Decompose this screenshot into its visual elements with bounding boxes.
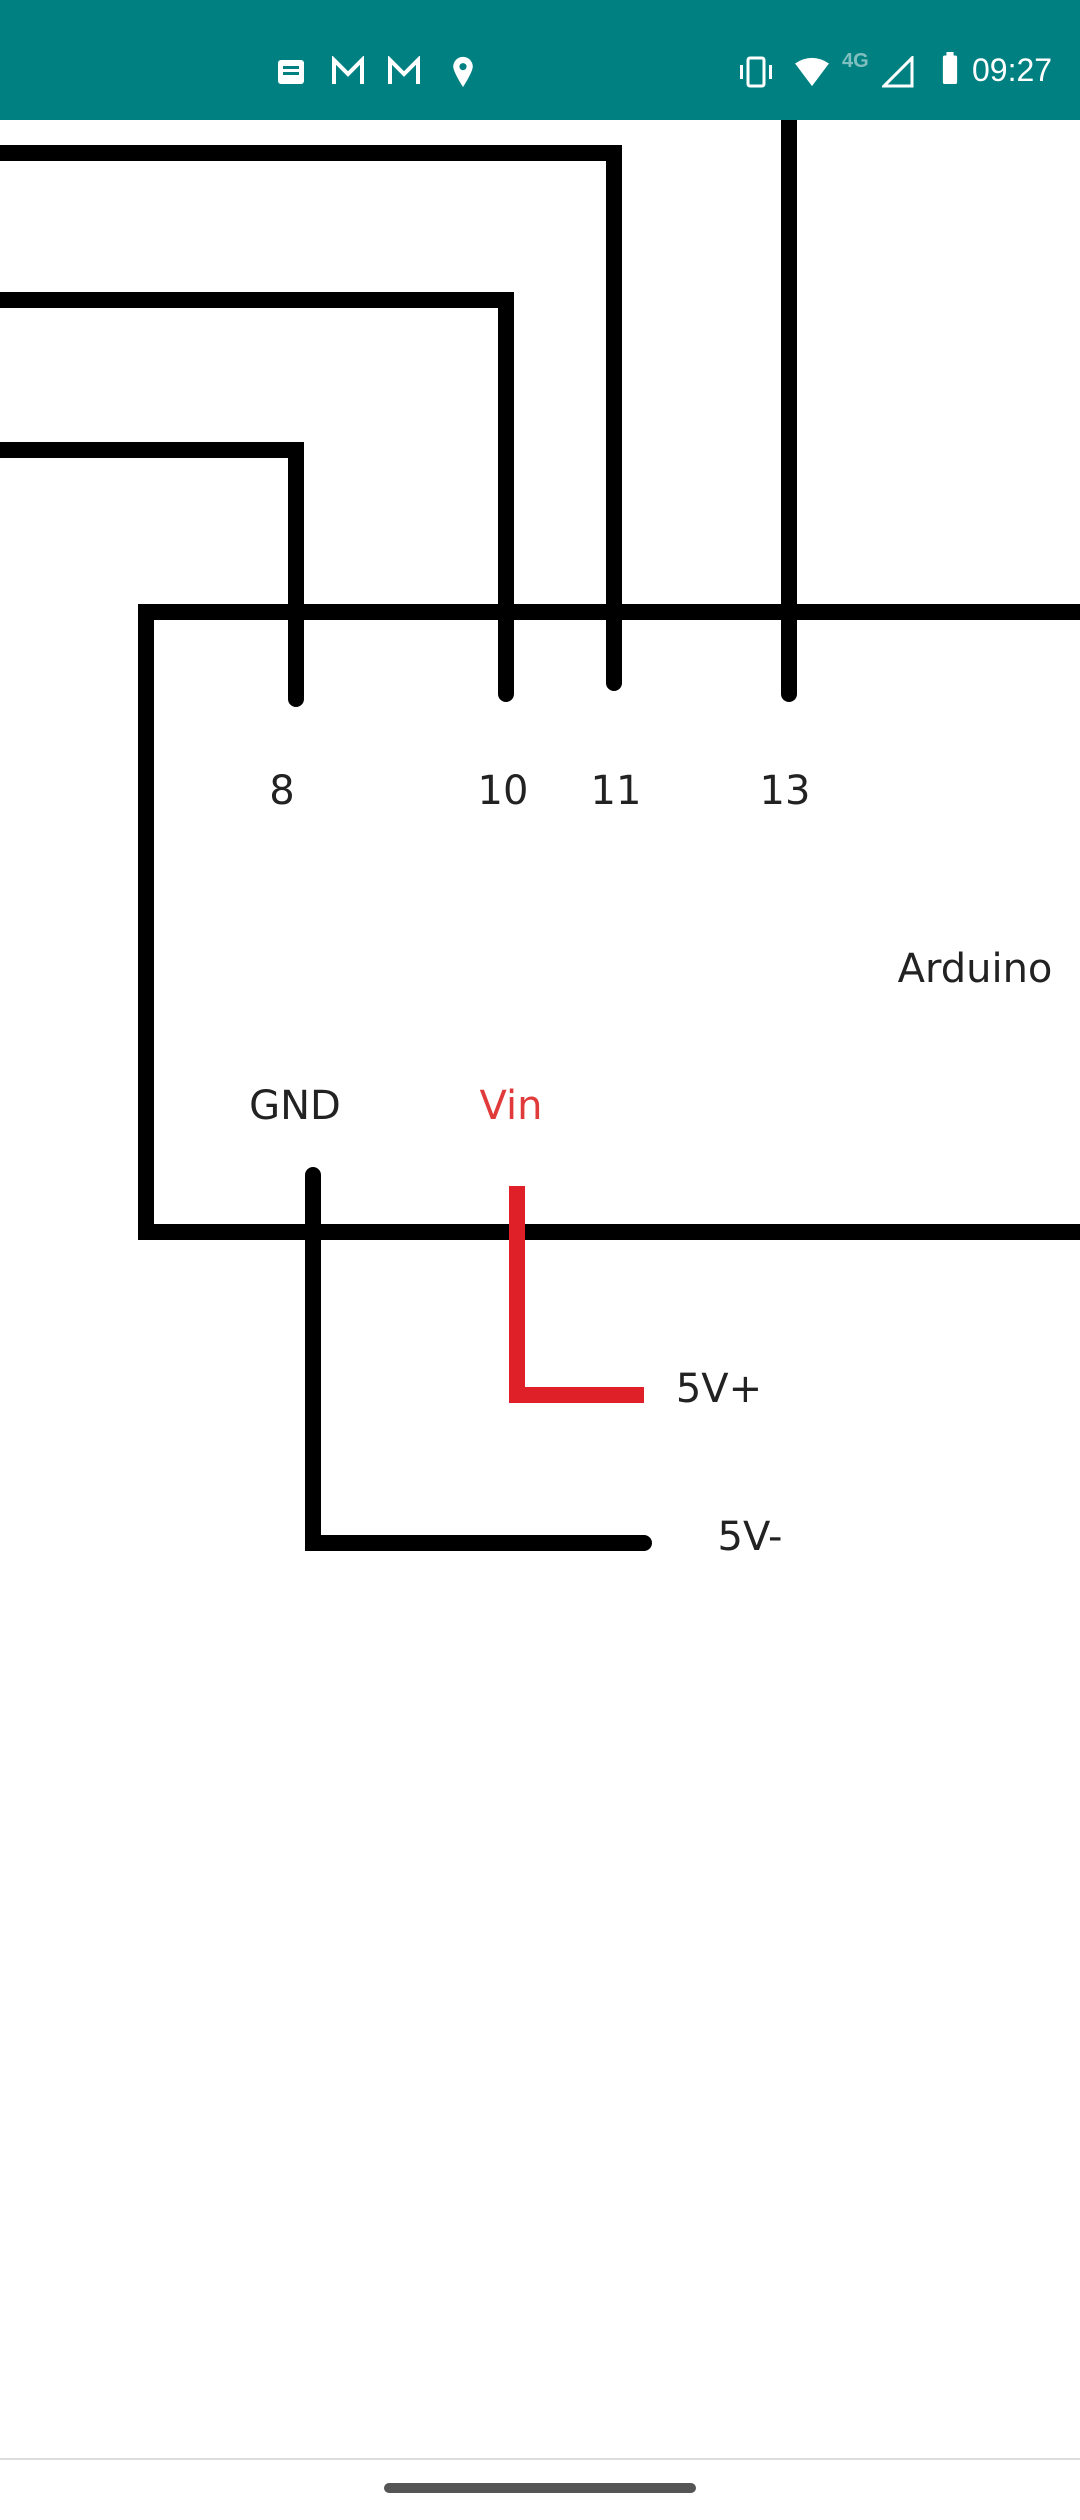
pin-label-13: 13 [759, 768, 811, 814]
gesture-handle[interactable] [384, 2483, 696, 2493]
gnd-wire [305, 1167, 652, 1551]
board-label: Arduino [897, 946, 1053, 992]
clock: 09:27 [972, 52, 1053, 88]
network-type: 4G [842, 50, 869, 72]
pin-label-8: 8 [269, 768, 295, 814]
gnd-label: GND [249, 1083, 341, 1129]
wire-pin-10 [0, 292, 514, 702]
supply-minus-label: 5V- [717, 1514, 783, 1560]
vin-wire [509, 1186, 644, 1403]
status-bar: 4G 09:27 [0, 0, 1080, 120]
message-icon [278, 60, 304, 84]
location-icon [453, 56, 473, 88]
pin-label-10: 10 [477, 768, 529, 814]
supply-plus-label: 5V+ [675, 1366, 763, 1412]
wifi-icon [795, 57, 829, 87]
vibrate-icon [740, 56, 772, 88]
gmail-icon [332, 56, 364, 84]
nav-divider [0, 2458, 1080, 2460]
pin-label-11: 11 [590, 768, 642, 814]
circuit-diagram [0, 120, 1080, 1551]
vin-label: Vin [479, 1083, 543, 1129]
gmail-icon [388, 56, 420, 84]
battery-icon [942, 52, 958, 84]
wire-pin-11 [0, 145, 622, 691]
arduino-board-outline [138, 604, 1080, 1240]
signal-icon [882, 56, 914, 88]
